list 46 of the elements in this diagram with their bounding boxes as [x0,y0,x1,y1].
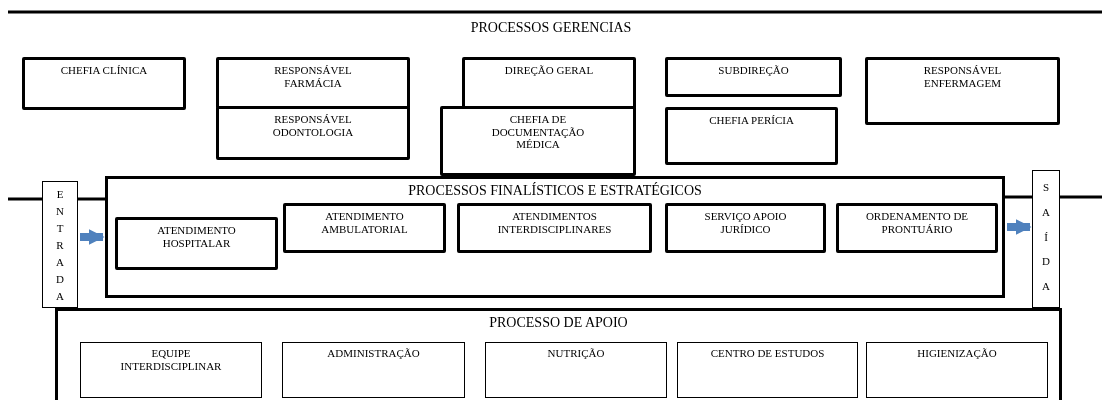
block-arrow [1007,219,1032,235]
box-label: ADMINISTRAÇÃO [326,346,421,360]
stage-label: ENTRADA [55,187,65,305]
process-box [462,57,636,109]
box-label: DIREÇÃO GERAL [503,63,595,77]
box-label: ATENDIMENTOS INTERDISCIPLINARES [496,209,613,236]
box-label: CENTRO DE ESTUDOS [709,346,826,360]
group-heading: PROCESSO DE APOIO [488,315,629,332]
box-label: CHEFIA PERÍCIA [708,113,795,127]
group-heading: PROCESSOS FINALÍSTICOS E ESTRATÉGICOS [407,183,703,200]
process-group-panel [105,176,1005,298]
process-box [283,203,446,253]
block-arrow [80,229,105,245]
process-box [665,57,842,97]
box-label: HIGIENIZAÇÃO [916,346,998,360]
process-box [80,342,262,398]
box-label: NUTRIÇÃO [546,346,606,360]
box-label: SUBDIREÇÃO [717,63,790,77]
box-label: CHEFIA DE DOCUMENTAÇÃO MÉDICA [490,112,586,151]
process-box [282,342,465,398]
process-box [836,203,998,253]
process-box [665,203,826,253]
process-box [865,57,1060,125]
process-box [216,57,410,109]
process-box [866,342,1048,398]
stage-box [42,181,78,308]
process-box [22,57,186,110]
process-box [677,342,858,398]
process-group-panel [55,308,1062,400]
box-label: RESPONSÁVEL FARMÁCIA [273,63,353,90]
stage-box [1032,170,1060,308]
process-box [457,203,652,253]
box-label: ORDENAMENTO DE PRONTUÁRIO [864,209,970,236]
process-box [665,107,838,165]
box-label: SERVIÇO APOIO JURÍDICO [703,209,788,236]
box-label: RESPONSÁVEL ENFERMAGEM [922,63,1003,90]
process-box [485,342,667,398]
box-label: ATENDIMENTO HOSPITALAR [156,223,237,250]
process-box [115,217,278,270]
box-label: CHEFIA CLÍNICA [59,63,149,77]
box-label: ATENDIMENTO AMBULATORIAL [320,209,409,236]
box-label: EQUIPE INTERDISCIPLINAR [119,346,223,373]
box-label: RESPONSÁVEL ODONTOLOGIA [271,112,355,139]
section-title: PROCESSOS GERENCIAS [469,20,633,36]
stage-label: SAÍDA [1041,180,1051,294]
process-box [216,106,410,160]
